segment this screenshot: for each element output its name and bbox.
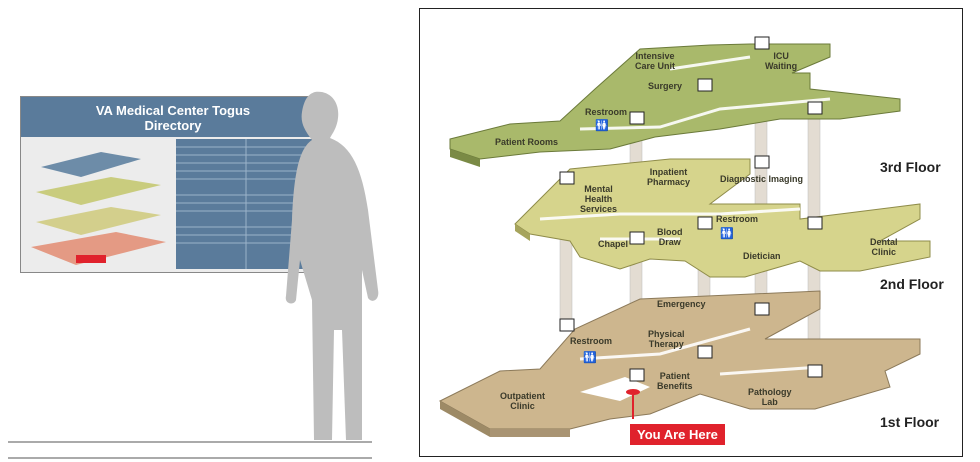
chapel-label: Chapel [598, 239, 629, 249]
restroom-3rd-label: Restroom [585, 107, 628, 117]
elevator-icon [629, 111, 645, 125]
elevator-icon [559, 318, 575, 332]
sign-mini-map [31, 152, 166, 265]
diagnostic-imaging-label: Diagnostic Imaging [720, 174, 804, 184]
elevator-icon [697, 216, 713, 230]
you-are-here-marker [626, 389, 640, 395]
sign-title-line1: VA Medical Center Togus [95, 103, 251, 118]
second-floor-label: 2nd Floor [880, 276, 944, 292]
elevator-icon [807, 101, 823, 115]
restroom-icon: 🚻 [583, 351, 597, 364]
restroom-icon: 🚻 [595, 119, 609, 132]
restroom-2nd-label: Restroom [716, 214, 759, 224]
floor-map-graphic: 🚻 🚻 🚻 [438, 36, 931, 437]
scene-illustration: VA Medical Center Togus Directory [0, 0, 400, 462]
sign-title: VA Medical Center Togus Directory [21, 97, 325, 137]
elevator-icon [697, 345, 713, 359]
surgery-label: Surgery [648, 81, 683, 91]
elevator-icon [629, 231, 645, 245]
restroom-icon: 🚻 [720, 227, 734, 240]
first-floor-plate [438, 290, 921, 437]
elevator-icon [807, 216, 823, 230]
dietician-label: Dietician [743, 251, 781, 261]
elevator-icon [629, 368, 645, 382]
emergency-label: Emergency [657, 299, 706, 309]
restroom-1st-label: Restroom [570, 336, 613, 346]
you-are-here-label: You Are Here [630, 424, 725, 445]
patient-rooms-label: Patient Rooms [495, 137, 559, 147]
third-floor-label: 3rd Floor [880, 159, 941, 175]
elevator-icon [807, 364, 823, 378]
third-floor-plate [449, 43, 901, 167]
elevator-icon [697, 78, 713, 92]
sign-title-line2: Directory [144, 118, 202, 133]
elevator-icon [754, 302, 770, 316]
directory-sign: VA Medical Center Togus Directory [20, 96, 326, 273]
elevator-icon [754, 36, 770, 50]
elevator-icon [559, 171, 575, 185]
elevator-icon [754, 155, 770, 169]
second-floor-plate [514, 158, 931, 278]
first-floor-label: 1st Floor [880, 414, 940, 430]
person-silhouette [8, 91, 379, 459]
